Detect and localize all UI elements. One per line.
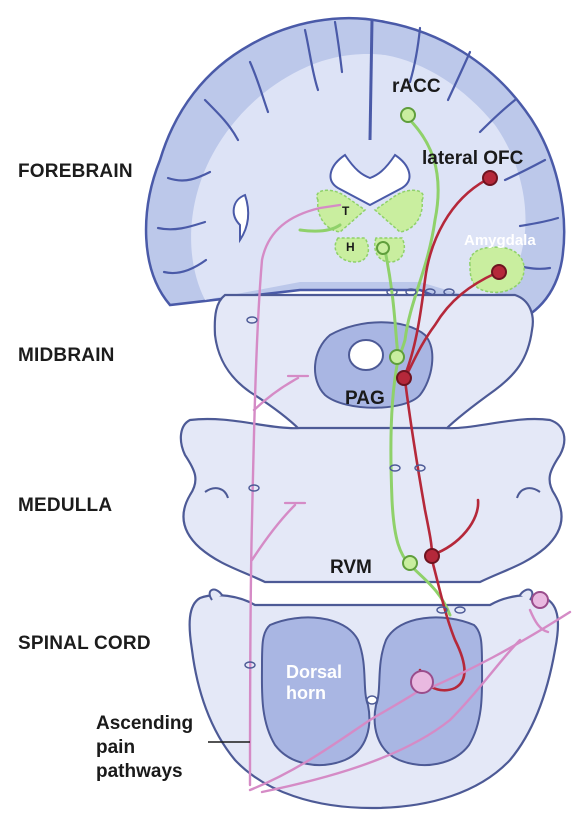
forebrain-label: FOREBRAIN bbox=[18, 161, 133, 183]
ascending-label-line2: pain bbox=[96, 736, 193, 760]
lateral-ofc-label: lateral OFC bbox=[422, 148, 523, 170]
hypothalamus-label: H bbox=[346, 240, 355, 254]
medulla-section bbox=[181, 419, 564, 582]
ascending-pain-pathways-label: Ascending pain pathways bbox=[96, 712, 193, 784]
rvm-label: RVM bbox=[330, 557, 372, 579]
racc-label: rACC bbox=[392, 76, 441, 98]
ascending-label-line3: pathways bbox=[96, 760, 193, 784]
amygdala-label: Amygdala bbox=[464, 232, 536, 249]
cerebral-aqueduct bbox=[349, 340, 383, 370]
dorsal-horn-label: Dorsal horn bbox=[286, 662, 342, 704]
thalamus-label: T bbox=[342, 204, 349, 218]
spinal-cord-label: SPINAL CORD bbox=[18, 633, 151, 655]
pag-label: PAG bbox=[345, 388, 385, 410]
midbrain-label: MIDBRAIN bbox=[18, 345, 115, 367]
dorsal-horn-label-line1: Dorsal bbox=[286, 662, 342, 683]
ascending-label-line1: Ascending bbox=[96, 712, 193, 736]
medulla-label: MEDULLA bbox=[18, 495, 112, 517]
dorsal-horn-label-line2: horn bbox=[286, 683, 342, 704]
